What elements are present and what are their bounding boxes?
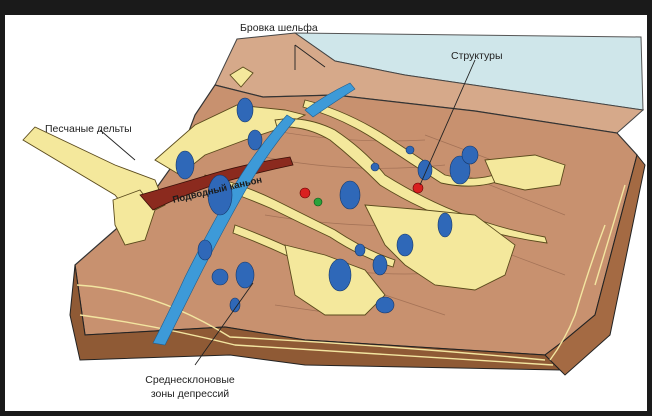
label-sand-deltas: Песчаные дельты: [45, 123, 132, 135]
depositional-model-diagram: Бровка шельфа Структуры Песчаные дельты …: [5, 15, 647, 411]
label-depression-line2: зоны депрессий: [151, 388, 229, 400]
structure-marker-2: [314, 198, 322, 206]
label-depression-line1: Среднесклоновые: [145, 374, 235, 386]
structure-marker-3: [413, 183, 423, 193]
label-structures: Структуры: [451, 50, 503, 62]
figure-panel: Бровка шельфа Структуры Песчаные дельты …: [5, 15, 647, 411]
label-shelf-edge: Бровка шельфа: [240, 22, 318, 34]
structure-marker-1: [300, 188, 310, 198]
